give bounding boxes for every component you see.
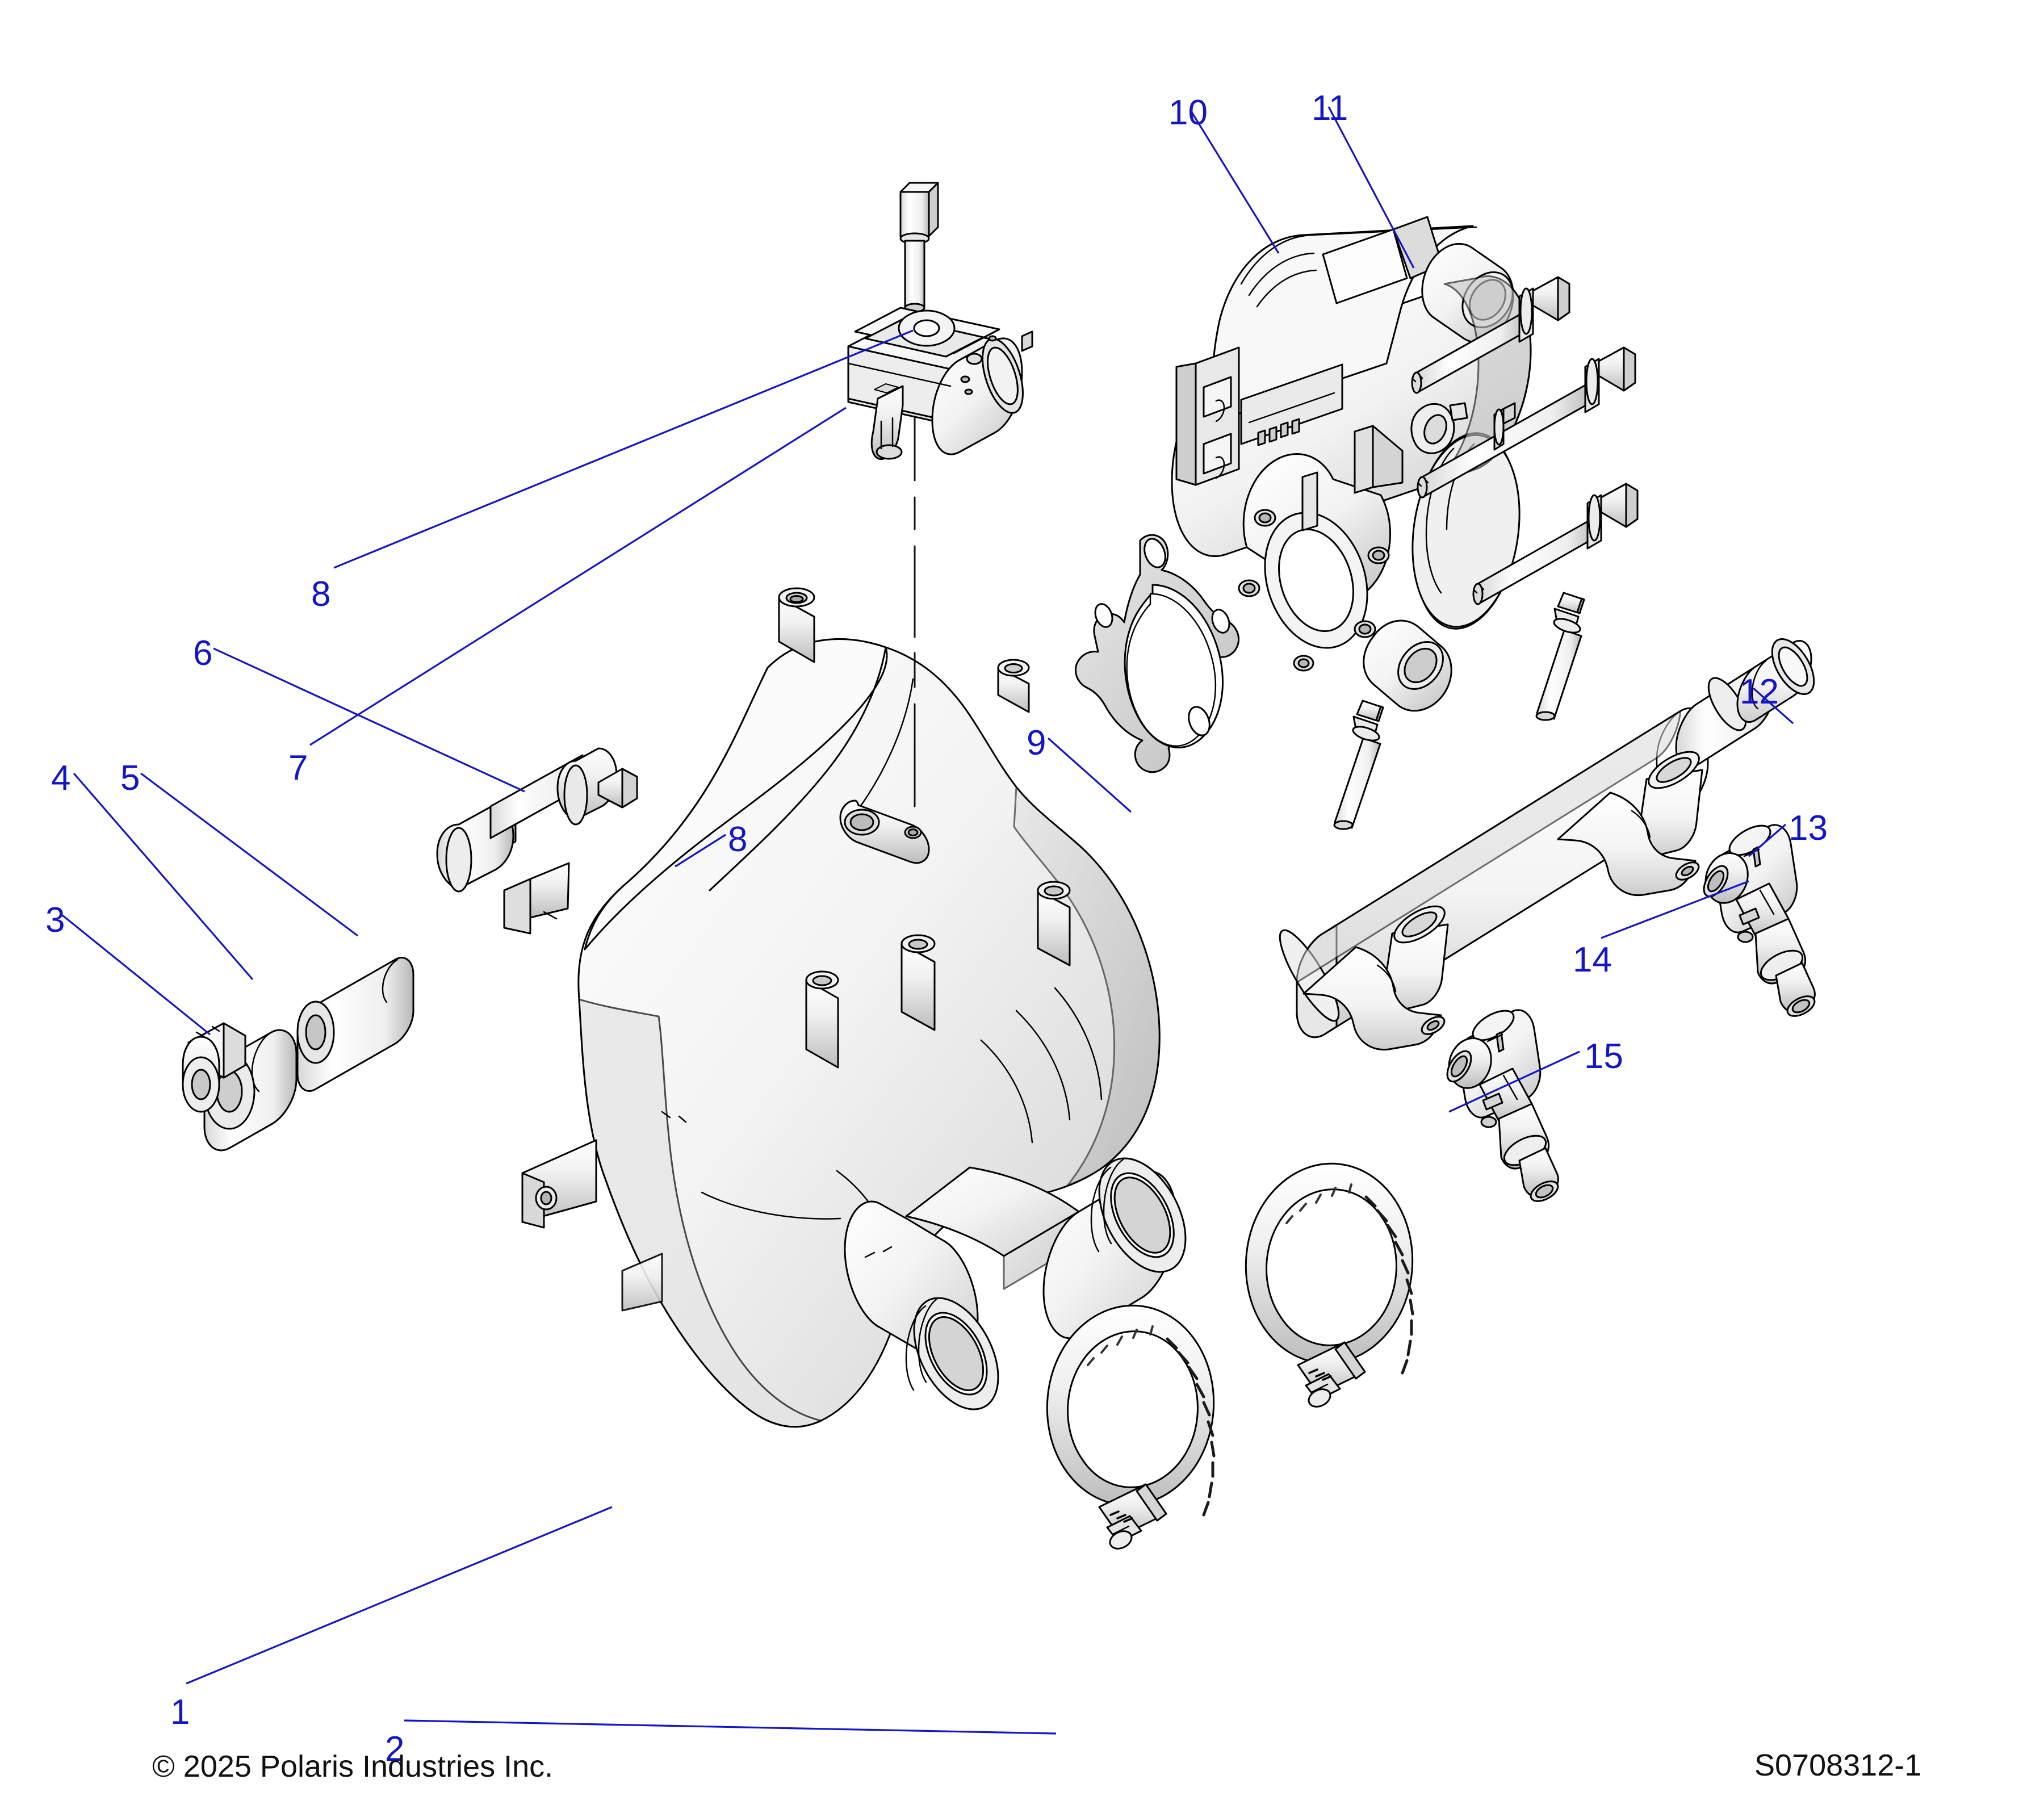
part-hose-clamp xyxy=(1046,1304,1216,1550)
leader-line-5 xyxy=(140,772,358,937)
callout-number-7: 7 xyxy=(288,748,308,788)
leader-line-3 xyxy=(61,914,211,1036)
callout-number-2: 2 xyxy=(385,1730,405,1769)
part-flange-bolt-long xyxy=(1472,483,1639,605)
leader-line-13 xyxy=(1748,823,1787,857)
leader-line-10 xyxy=(1190,111,1280,254)
drawing-number: S0708312-1 xyxy=(1754,1748,1922,1782)
leader-line-14 xyxy=(1601,880,1749,939)
callout-number-3: 3 xyxy=(45,901,65,940)
part-flange-bolt-short xyxy=(1535,592,1585,721)
leader-line-2 xyxy=(404,1719,1057,1735)
part-map-sensor xyxy=(847,307,1033,460)
leader-line-12 xyxy=(1752,687,1794,725)
leader-line-7 xyxy=(309,407,847,746)
leader-line-8 xyxy=(333,329,914,569)
part-flange-bolt-long-group xyxy=(1411,276,1639,605)
part-flange-bolt-short xyxy=(1333,700,1384,830)
part-throttle-body-gasket xyxy=(1075,534,1240,773)
part-fuel-rail xyxy=(1279,638,1815,1051)
callout-number-8b: 8 xyxy=(728,820,748,859)
part-intake-manifold-plenum xyxy=(503,587,1187,1428)
callout-number-9: 9 xyxy=(1027,723,1046,763)
part-flange-bolt-short-group xyxy=(675,592,1585,867)
part-flange-bolt-long xyxy=(1411,276,1570,394)
leader-line-1 xyxy=(186,1506,613,1685)
part-shoulder-bolt xyxy=(436,747,638,893)
part-flange-nut xyxy=(182,1022,246,1113)
callout-number-8: 8 xyxy=(311,575,331,614)
leader-line-11 xyxy=(1327,106,1415,269)
part-flange-bolt-long xyxy=(1417,346,1636,499)
leader-line-9 xyxy=(1047,737,1132,813)
copyright-notice: © 2025 Polaris Industries Inc. xyxy=(152,1749,554,1783)
callout-number-12: 12 xyxy=(1740,672,1779,711)
leader-line-4 xyxy=(73,772,254,981)
leader-line-8 xyxy=(676,834,726,867)
callout-number-1: 1 xyxy=(170,1693,190,1732)
callout-number-13: 13 xyxy=(1789,809,1828,848)
part-fuel-injector-lower xyxy=(1446,1009,1559,1202)
callout-number-6: 6 xyxy=(193,634,213,673)
part-hose-clamp xyxy=(1245,1162,1414,1408)
leader-line-6 xyxy=(213,647,525,793)
part-spacer-sleeve xyxy=(296,956,414,1092)
part-hose-clamp-group xyxy=(1046,1162,1414,1550)
callout-leader-lines xyxy=(61,106,1794,1735)
callout-number-11: 11 xyxy=(1312,89,1348,128)
callout-number-14: 14 xyxy=(1573,940,1612,979)
callout-number-10: 10 xyxy=(1168,93,1208,132)
callout-number-4: 4 xyxy=(51,759,71,798)
callout-number-5: 5 xyxy=(120,759,140,798)
leader-line-15 xyxy=(1448,1050,1580,1113)
part-fuel-injector-upper xyxy=(1703,824,1816,1017)
callout-number-15: 15 xyxy=(1584,1037,1623,1076)
